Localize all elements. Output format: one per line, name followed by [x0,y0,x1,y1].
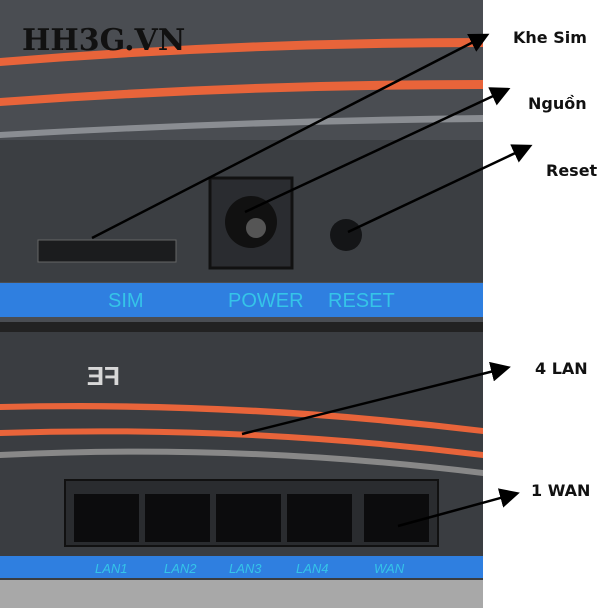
orange-stripe [0,428,483,458]
reset-button[interactable] [330,219,362,251]
label-lan1: LAN1 [95,561,128,576]
watermark-logo: HH3G.VN [22,23,185,58]
callout-reset: Reset [546,161,598,180]
brand-logo: FE [87,361,120,391]
sim-slot[interactable] [37,239,177,263]
port-lan3[interactable] [216,494,281,542]
label-lan4: LAN4 [296,561,329,576]
label-lan2: LAN2 [164,561,197,576]
arrow-lan [241,361,511,436]
label-wan: WAN [374,561,405,576]
router-top-view: SIM POWER RESET HH3G.VN [0,0,483,322]
port-lan1[interactable] [74,494,139,542]
port-lan4[interactable] [287,494,352,542]
blue-label-band [0,283,483,317]
blue-label-band [0,556,483,578]
arrow-wan [397,488,520,528]
arrow-power [244,87,511,214]
callout-wan: 1 WAN [531,481,590,500]
orange-stripe [0,403,483,434]
arrow-reset [347,144,533,234]
port-lan2[interactable] [145,494,210,542]
port-wan[interactable] [364,494,429,542]
router-back-view: FE LAN1 LAN2 LAN3 LAN4 WAN [0,322,483,608]
label-power: POWER [228,290,304,312]
label-sim: SIM [108,290,144,312]
label-lan3: LAN3 [229,561,262,576]
label-reset: RESET [328,290,395,312]
arrow-sim [91,33,490,240]
callout-sim: Khe Sim [513,28,587,47]
callout-arrows [91,33,533,528]
orange-stripe [0,80,483,106]
ethernet-ports [74,494,429,542]
orange-stripe [0,38,483,66]
callout-lan: 4 LAN [535,359,588,378]
callout-power: Nguồn [528,94,587,113]
